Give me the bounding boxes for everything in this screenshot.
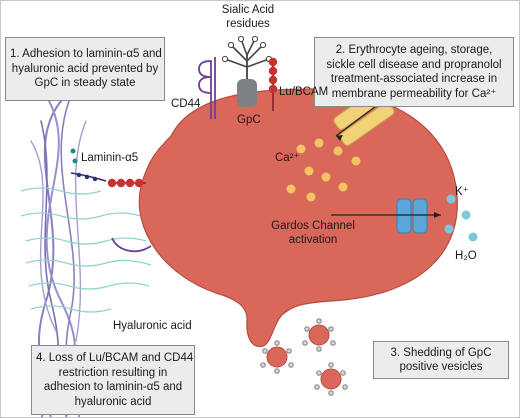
gpc-protein [221,35,273,107]
lu-bcam-laminin-binding [70,148,146,188]
sialic-acid-line-2: residues [226,18,270,30]
box-4-line-3: adhesion to laminin-α5 and [43,381,183,393]
potassium-ions [444,194,478,242]
gardos-channel [331,198,441,234]
box-1-line-3: GpC in steady state [34,77,136,90]
potassium-label: K⁺ [455,186,469,198]
gardos-line-2: activation [288,234,338,246]
calcium-label: Ca²⁺ [275,152,300,164]
hyaluronic-acid-strands [20,187,152,313]
box-4-loss-of-restriction: 4. Loss of Lu/BCAM and CD44 restriction … [31,345,195,415]
gardos-channel-label: Gardos Channel activation [257,219,369,247]
box-4-line-4: hyaluronic acid [74,395,152,408]
box-4-line-1: 4. Loss of Lu/BCAM and CD44 [36,352,194,364]
laminin-label: Laminin-α5 [81,152,139,164]
gardos-line-1: Gardos Channel [271,220,355,232]
box-1-adhesion-prevented: 1. Adhesion to laminin-α5 and hyaluronic… [5,37,165,101]
cd44-protein [198,57,216,119]
lu-bcam-label: Lu/BCAM [279,86,329,98]
sialic-acid-line-1: Sialic Acid [221,4,275,16]
box-2-line-1: 2. Erythrocyte ageing, storage, [335,44,493,56]
box-2-line-2: sickle cell disease and propranolol [326,58,502,71]
calcium-ions [286,138,361,202]
box-3-line-1: 3. Shedding of GpC [390,346,492,359]
cd44-label: CD44 [171,98,201,110]
box-2-membrane-permeability: 2. Erythrocyte ageing, storage, sickle c… [314,37,514,107]
hyaluronic-acid-label: Hyaluronic acid [113,320,192,332]
box-1-line-1: 1. Adhesion to laminin-α5 and [10,48,162,61]
box-2-line-3: treatment-associated increase in [330,73,498,85]
gpc-positive-vesicles [260,318,348,396]
water-label: H₂O [455,250,477,262]
lu-bcam-protein [268,57,278,111]
sialic-acid-label: Sialic Acid residues [215,3,281,31]
cd44-hyaluronic-binding [111,237,152,253]
gpc-label: GpC [237,114,261,126]
box-4-line-2: restriction resulting in [58,366,168,379]
box-3-line-2: positive vesicles [399,361,483,373]
box-2-line-4: membrane permeability for Ca²⁺ [331,87,497,100]
box-3-vesicle-shedding: 3. Shedding of GpC positive vesicles [373,341,509,379]
box-1-line-2: hyaluronic acid prevented by [11,62,159,75]
